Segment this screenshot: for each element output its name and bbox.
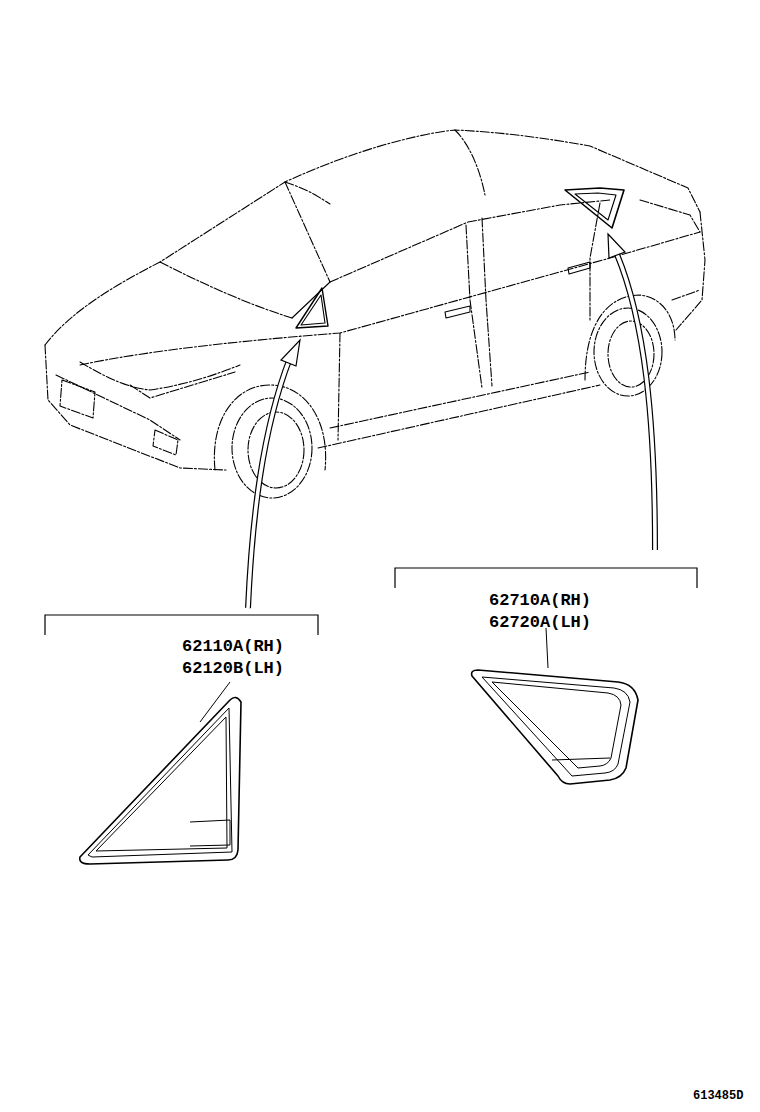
leader-arrow [248,234,655,608]
quarter-glass-part [472,670,638,784]
quarter-glass-part [80,697,241,864]
bracket [45,568,697,635]
part-number: 62720A(LH) [489,614,591,631]
part-number: 62710A(RH) [489,592,591,609]
part-number: 62110A(RH) [182,638,284,655]
car-body [45,130,705,498]
diagram-code: 613485D [693,1090,743,1102]
part-number: 62120B(LH) [182,660,284,677]
